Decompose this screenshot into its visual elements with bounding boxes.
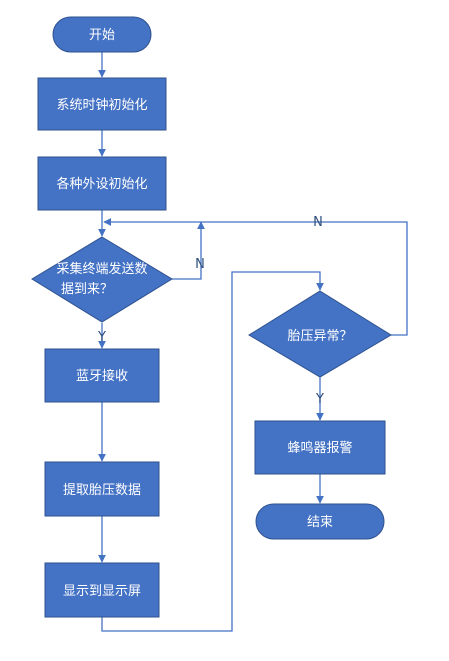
pressure-abnormal-label: 胎压异常？: [287, 329, 352, 344]
init-peripherals-label: 各种外设初始化: [56, 176, 147, 192]
data-arrived-decision: 采集终端发送数 据到来？: [31, 236, 173, 323]
start-node: 开始: [52, 16, 152, 53]
buzzer-alarm-label: 蜂鸣器报警: [287, 440, 352, 456]
edge-label-abnormal-no: N: [313, 215, 323, 230]
edge-decision-no-loop: [172, 221, 205, 280]
init-peripherals-node: 各种外设初始化: [37, 156, 167, 211]
start-label: 开始: [89, 28, 115, 43]
bt-receive-label: 蓝牙接收: [76, 368, 128, 384]
data-arrived-label-line1: 采集终端发送数: [56, 261, 147, 277]
end-label: 结束: [307, 515, 333, 530]
extract-data-node: 提取胎压数据: [44, 461, 160, 517]
edge-label-data-no: N: [195, 257, 205, 272]
connectors: [98, 52, 408, 632]
data-arrived-label-line2: 据到来？: [61, 282, 113, 297]
edge-label-abnormal-yes: Y: [315, 392, 324, 407]
pressure-abnormal-decision: 胎压异常？: [248, 290, 392, 378]
end-node: 结束: [255, 503, 385, 540]
edge-display-to-abnormal: [101, 271, 324, 632]
init-clock-node: 系统时钟初始化: [37, 77, 167, 131]
init-clock-label: 系统时钟初始化: [56, 97, 147, 113]
edge-abnormal-no-loop: [103, 218, 408, 336]
bt-receive-node: 蓝牙接收: [44, 348, 160, 403]
display-node: 显示到显示屏: [44, 562, 160, 618]
display-label: 显示到显示屏: [63, 584, 141, 599]
edge-label-data-yes: Y: [97, 330, 106, 345]
extract-data-label: 提取胎压数据: [63, 482, 141, 498]
buzzer-alarm-node: 蜂鸣器报警: [254, 420, 386, 475]
